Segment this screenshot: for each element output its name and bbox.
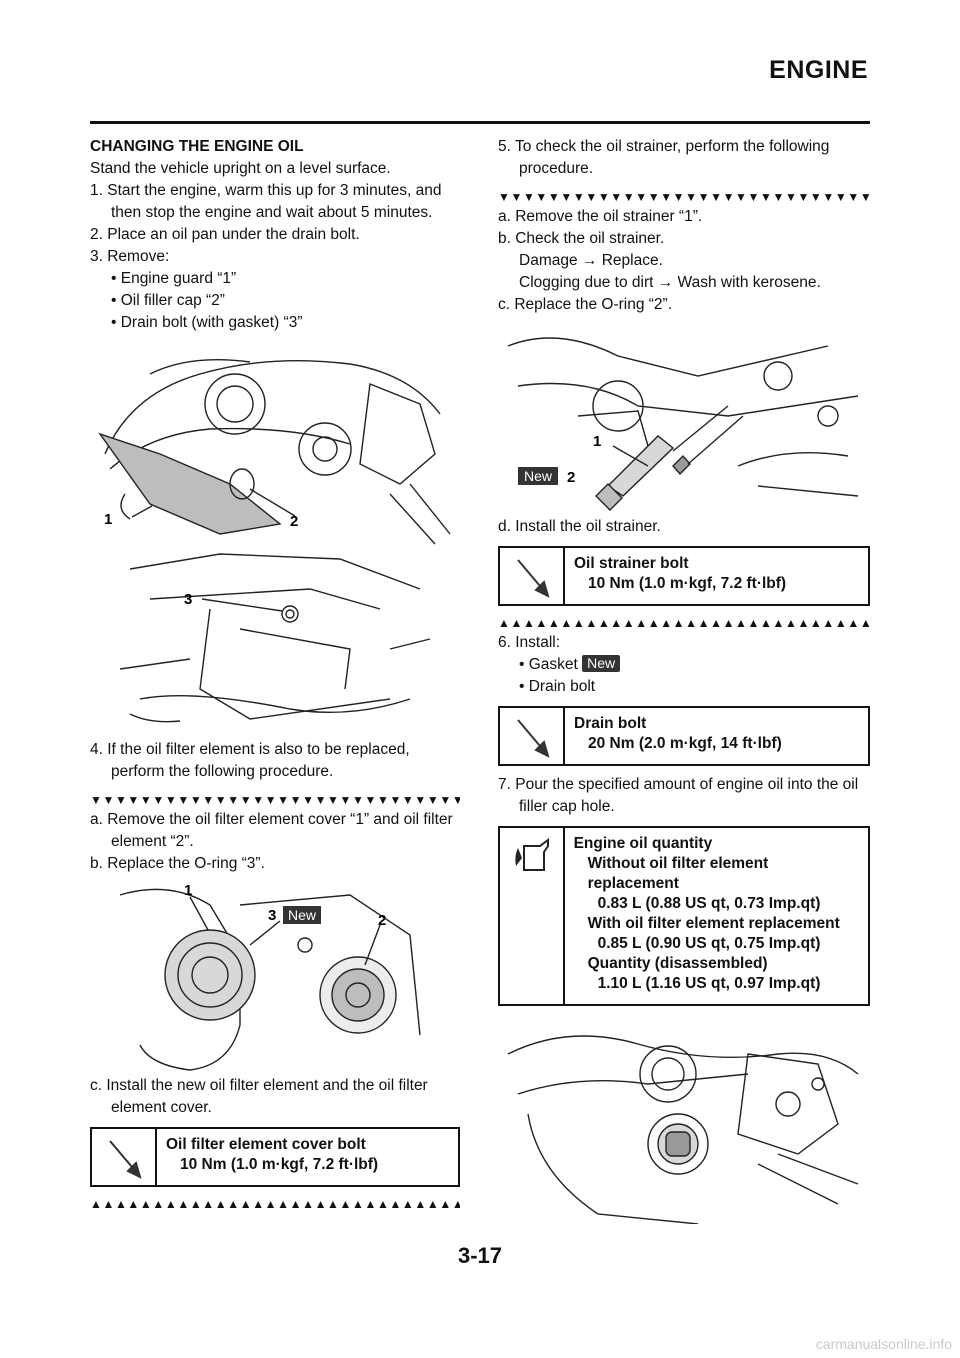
spec-engine-oil-quantity: Engine oil quantity Without oil filter e… [498,826,870,1006]
procedure-start-marker: ▼▼▼▼▼▼▼▼▼▼▼▼▼▼▼▼▼▼▼▼▼▼▼▼▼▼▼▼▼▼▼▼▼▼ [90,793,460,807]
spec4-label-1: Without oil filter element replacement [587,855,769,892]
procedure-end-marker-2: ▲▲▲▲▲▲▲▲▲▲▲▲▲▲▲▲▲▲▲▲▲▲▲▲▲▲▲▲▲▲▲▲▲▲ [498,616,870,630]
bullet-drain-bolt-install: • Drain bolt [519,678,596,695]
spec4-label-2: With oil filter element replacement [587,915,840,932]
fig2-callout-3: 3 [184,591,192,608]
gasket-new-badge: New [582,655,621,672]
bullet-gasket: • Gasket New [498,654,870,676]
spec4-label-3: Quantity (disassembled) [587,955,768,972]
spec-drain-bolt: Drain bolt 20 Nm (2.0 m·kgf, 14 ft·lbf) [498,706,870,766]
torque-wrench-icon [92,1129,157,1185]
fig3-new-label: New [288,907,317,923]
oil-strainer-illustration: 1 New 2 [507,337,859,511]
spec1-value: 10 Nm (1.0 m·kgf, 7.2 ft·lbf) [180,1156,379,1173]
bullet-oil-filler-cap: • Oil filler cap “2” [111,292,225,309]
spec2-label: Oil strainer bolt [574,555,689,572]
spec3-value: 20 Nm (2.0 m·kgf, 14 ft·lbf) [588,735,782,752]
substep-b-clogging: Clogging due to dirt → Wash with kerosen… [519,274,821,291]
bullet-drain-bolt: • Drain bolt (with gasket) “3” [111,314,303,331]
fig3-callout-2: 2 [378,912,386,929]
torque-wrench-icon [500,548,565,604]
step-3: 3. Remove: [90,248,170,265]
fig3-callout-1: 1 [184,882,192,899]
step-5: 5. To check the oil strainer, perform th… [498,138,830,177]
substep-b-damage: Damage → Replace. [519,252,663,269]
spec4-value-3: 1.10 L (1.16 US qt, 0.97 Imp.qt) [597,975,821,992]
drain-bolt-illustration: 3 [119,553,431,723]
substep-b: b. Replace the O-ring “3”. [90,855,265,872]
substep-a-strainer: a. Remove the oil strainer “1”. [498,208,703,225]
left-column: CHANGING THE ENGINE OIL Stand the vehicl… [90,136,460,1213]
fig1-callout-1: 1 [104,511,112,528]
fig3-callout-3: 3 [268,907,276,924]
spec3-label: Drain bolt [574,715,647,732]
spec2-value: 10 Nm (1.0 m·kgf, 7.2 ft·lbf) [588,575,787,592]
substep-a: a. Remove the oil filter element cover “… [90,811,453,850]
spec4-value-2: 0.85 L (0.90 US qt, 0.75 Imp.qt) [597,935,821,952]
bullet-gasket-text: • Gasket [519,656,578,673]
step-1: 1. Start the engine, warm this up for 3 … [90,182,442,221]
fig1-callout-2: 2 [290,513,298,530]
spec-oil-filter-cover-bolt: Oil filter element cover bolt 10 Nm (1.0… [90,1127,460,1187]
step-4: 4. If the oil filter element is also to … [90,741,410,780]
procedure-end-marker: ▲▲▲▲▲▲▲▲▲▲▲▲▲▲▲▲▲▲▲▲▲▲▲▲▲▲▲▲▲▲▲▲▲▲ [90,1197,460,1211]
spec1-label: Oil filter element cover bolt [166,1136,366,1153]
right-column: 5. To check the oil strainer, perform th… [498,136,870,1224]
fig4-callout-1: 1 [593,433,601,450]
fig4-new-badge [518,467,558,485]
page-header-title: ENGINE [769,56,868,84]
oil-filter-illustration: 1 3 New 2 [119,882,421,1071]
fig3-new-badge [283,906,321,924]
page-number: 3-17 [457,1243,503,1268]
engine-oil-filler-illustration [507,1035,859,1224]
spec4-title: Engine oil quantity [573,835,713,852]
step-2: 2. Place an oil pan under the drain bolt… [90,226,360,243]
step-6: 6. Install: [498,634,561,651]
oil-can-icon [500,828,565,1004]
spec-oil-strainer-bolt: Oil strainer bolt 10 Nm (1.0 m·kgf, 7.2 … [498,546,870,606]
bullet-engine-guard: • Engine guard “1” [111,270,237,287]
engine-guard-illustration: 1 2 [98,359,451,545]
header-rule [90,121,870,124]
torque-wrench-icon [500,708,565,764]
spec4-value-1: 0.83 L (0.88 US qt, 0.73 Imp.qt) [597,895,821,912]
step-7: 7. Pour the specified amount of engine o… [498,776,859,815]
substep-b-strainer: b. Check the oil strainer. [498,230,665,247]
intro-text: Stand the vehicle upright on a level sur… [90,160,391,177]
substep-d: d. Install the oil strainer. [498,518,661,535]
substep-c-oring: c. Replace the O-ring “2”. [498,296,673,313]
section-title: CHANGING THE ENGINE OIL [90,138,304,155]
footer-watermark: carmanualsonline.info [815,1336,952,1352]
procedure-start-marker-2: ▼▼▼▼▼▼▼▼▼▼▼▼▼▼▼▼▼▼▼▼▼▼▼▼▼▼▼▼▼▼▼▼▼▼ [498,190,870,204]
substep-c: c. Install the new oil filter element an… [90,1077,428,1116]
fig4-new-label: New [524,468,553,484]
fig4-callout-2: 2 [567,469,575,486]
